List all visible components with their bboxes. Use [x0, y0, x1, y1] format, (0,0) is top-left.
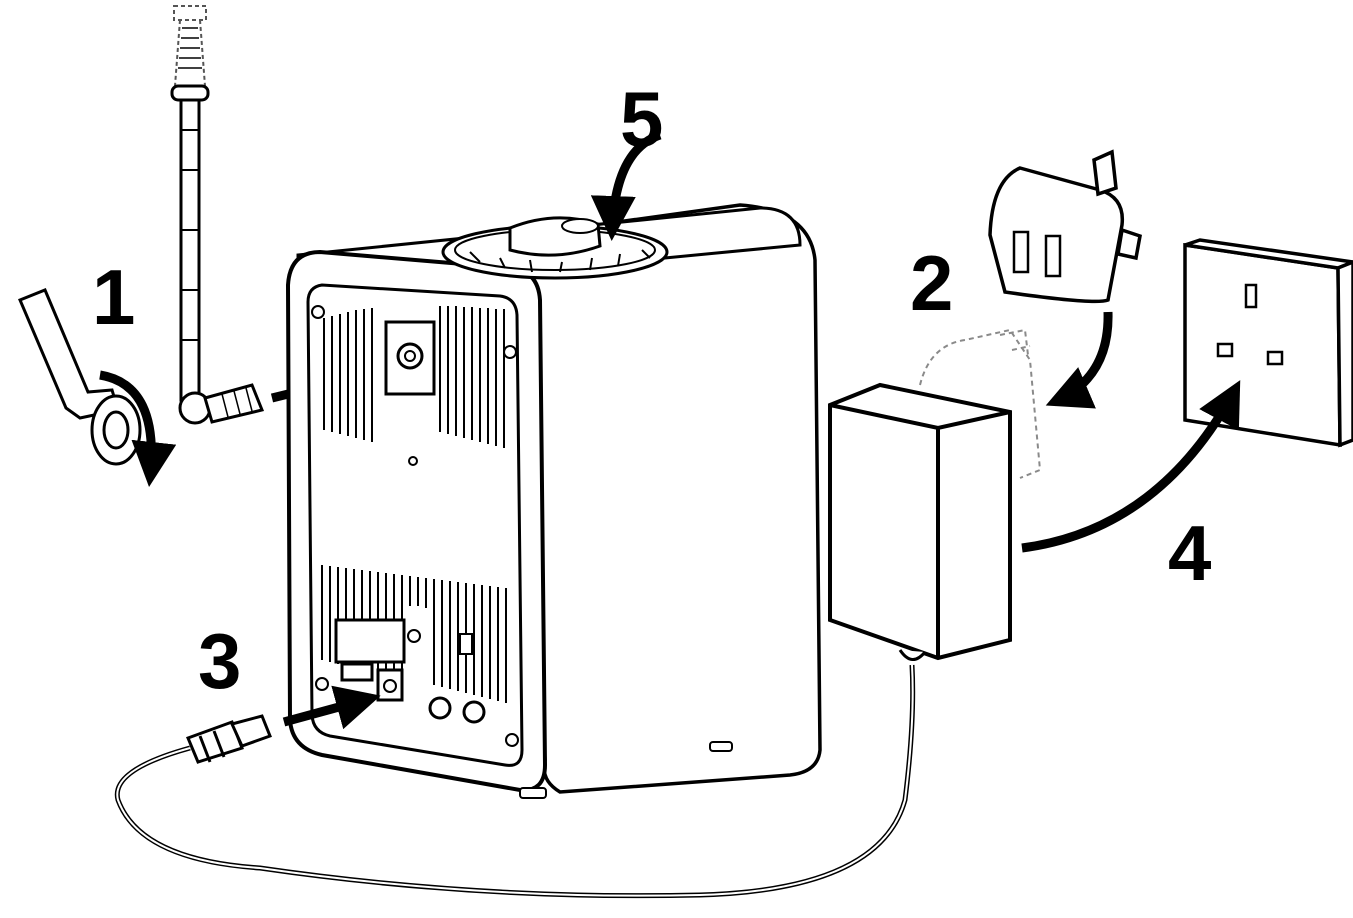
dc-insert-arrow [282, 685, 381, 730]
dashed-adapter-outline [919, 328, 1042, 479]
wall-socket [1183, 238, 1353, 448]
step-number-5: 5 [620, 75, 664, 163]
step-number-1: 1 [92, 253, 136, 341]
step-number-3: 3 [198, 617, 242, 705]
plug-attach-arrow [1045, 311, 1113, 409]
power-adapter [828, 382, 1012, 661]
step-number-2: 2 [910, 239, 954, 327]
plug-head [988, 149, 1142, 304]
dc-plug [186, 714, 272, 764]
dial-arrow [590, 130, 662, 241]
step-number-4: 4 [1168, 509, 1212, 597]
antenna-bracket [18, 288, 142, 466]
speaker-body [285, 203, 822, 799]
rotate-arrow [99, 370, 177, 487]
telescopic-antenna [170, 5, 265, 425]
socket-arrow [1021, 380, 1241, 553]
